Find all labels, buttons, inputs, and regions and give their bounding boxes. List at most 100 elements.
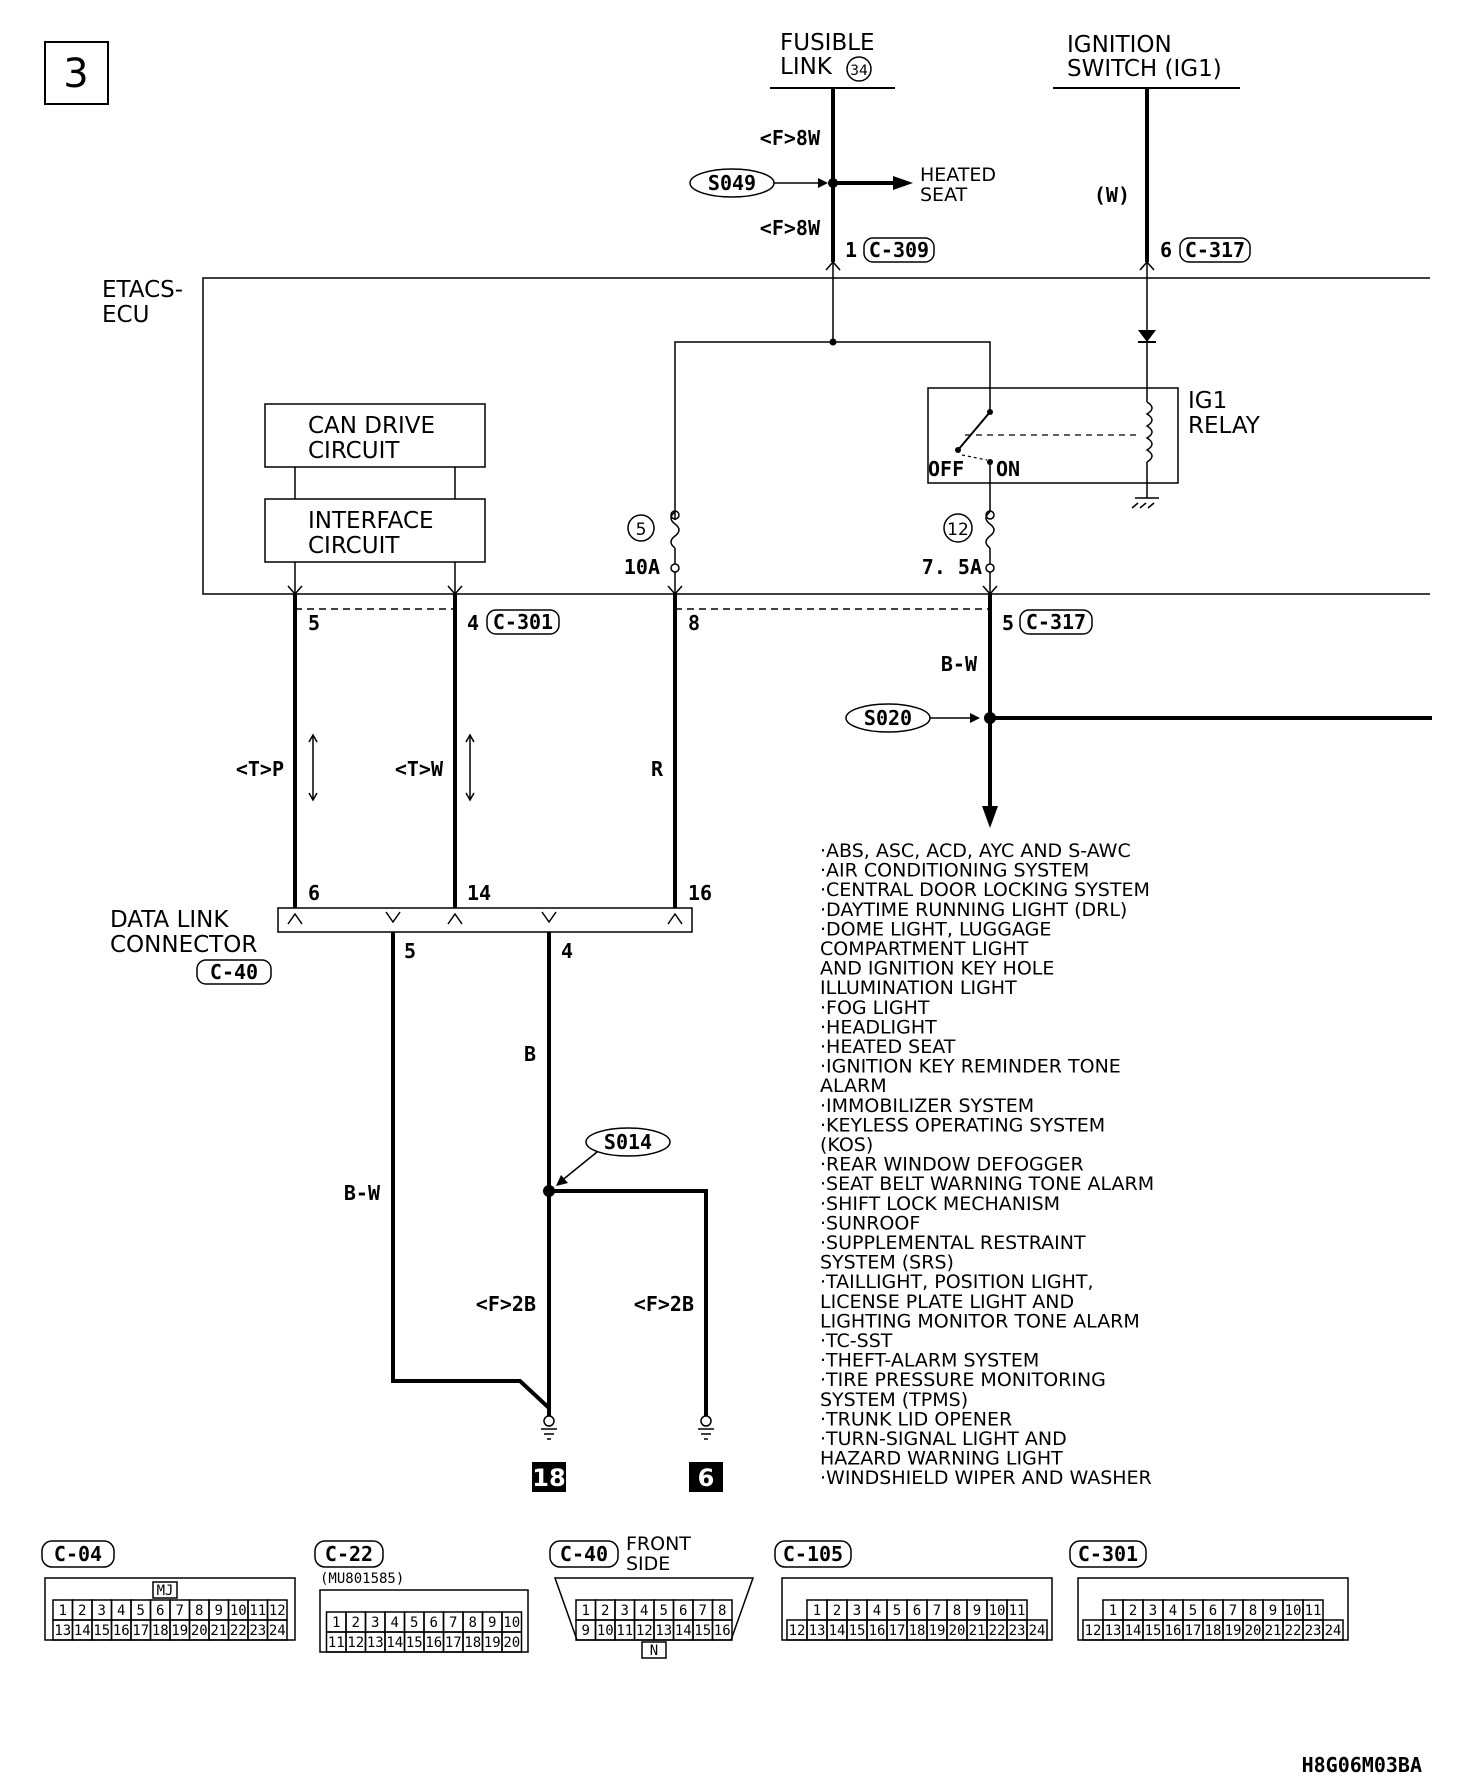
connector-pin: 15 (694, 1623, 711, 1639)
system-item: ·REAR WINDOW DEFOGGER (820, 1154, 1084, 1176)
interface-label-2: CIRCUIT (308, 533, 400, 559)
connector-pin: 8 (718, 1603, 726, 1619)
connector-pin: 22 (230, 1623, 247, 1639)
connector-pin: 18 (152, 1623, 169, 1639)
connector-pin: 13 (54, 1623, 71, 1639)
connector-pin: 10 (989, 1603, 1006, 1619)
connector-pin: 12 (636, 1623, 653, 1639)
fusible-link-number: 34 (850, 63, 868, 79)
fusible-link-label-2: LINK (780, 54, 833, 80)
relay-ground-hatch-2 (1139, 502, 1147, 509)
connector-pin: 14 (1125, 1623, 1142, 1639)
ignition-switch-label-2: SWITCH (IG1) (1067, 56, 1222, 82)
connector-pin: 24 (1029, 1623, 1046, 1639)
connector-pin: 14 (74, 1623, 91, 1639)
connector-pin: 6 (913, 1603, 921, 1619)
fuse-12-bottom (985, 563, 995, 573)
connector-pin: 20 (1245, 1623, 1262, 1639)
systems-arrow (982, 806, 998, 828)
connector-face-code-frame (314, 1540, 384, 1568)
dlc-pin6-terminal (287, 912, 303, 925)
connector-pin: 15 (849, 1623, 866, 1639)
connector-pin: 13 (1105, 1623, 1122, 1639)
connector-pin: 15 (93, 1623, 110, 1639)
system-item: ·HEADLIGHT (820, 1016, 937, 1038)
c317-pin5: 5 (1002, 611, 1014, 635)
connector-pin: 24 (1325, 1623, 1342, 1639)
connector-face-tag: MJ (157, 1583, 174, 1599)
dlc-pin5-terminal (385, 911, 401, 924)
connector-pin: 18 (464, 1635, 481, 1651)
connector-pin: 19 (171, 1623, 188, 1639)
system-item: ·THEFT-ALARM SYSTEM (820, 1350, 1039, 1372)
connector-pin: 5 (410, 1615, 418, 1631)
system-item: ·SUNROOF (820, 1212, 920, 1234)
ground-6-terminal (700, 1415, 712, 1427)
connector-face-code-frame (41, 1540, 115, 1568)
connector-pin: 3 (98, 1603, 106, 1619)
connector-pin: 10 (1285, 1603, 1302, 1619)
connector-pin: 20 (191, 1623, 208, 1639)
connector-pin: 4 (873, 1603, 881, 1619)
wire-label-tw: <T>W (395, 757, 444, 781)
connector-face-tag-frame (152, 1581, 178, 1599)
connector-pin: 20 (503, 1635, 520, 1651)
connector-pin: 19 (929, 1623, 946, 1639)
system-item: SYSTEM (SRS) (820, 1252, 954, 1274)
fuse-5-amperage: 10A (624, 555, 660, 579)
connector-pin: 24 (269, 1623, 286, 1639)
ground-6: 6 (698, 1464, 715, 1492)
wire-label-w: (W) (1094, 183, 1130, 207)
fuse-12-number: 12 (947, 520, 969, 540)
connector-pin: 8 (1249, 1603, 1257, 1619)
system-item: ·SEAT BELT WARNING TONE ALARM (820, 1173, 1154, 1195)
connector-pin: 7 (176, 1603, 184, 1619)
fuse-5-link (670, 511, 680, 549)
connector-face-note-2: SIDE (626, 1553, 670, 1575)
system-item: ·TURN-SIGNAL LIGHT AND (820, 1428, 1067, 1450)
fuse-5-number: 5 (636, 520, 647, 540)
system-item: (KOS) (820, 1134, 873, 1156)
heated-seat-label-2: SEAT (920, 184, 968, 206)
system-item: ·KEYLESS OPERATING SYSTEM (820, 1114, 1105, 1136)
fusible-link-label-1: FUSIBLE (780, 30, 875, 56)
connector-pin: 2 (833, 1603, 841, 1619)
dlc-pin5: 5 (404, 939, 416, 963)
twisted-pair-arrow-1-top (308, 733, 318, 743)
connector-pin: 14 (675, 1623, 692, 1639)
connector-pin: 4 (391, 1615, 399, 1631)
connector-pin-cell (501, 1631, 523, 1653)
twisted-pair-arrow-1-bottom (308, 792, 318, 802)
connector-pin: 4 (640, 1603, 648, 1619)
connector-face-code: C-105 (783, 1542, 843, 1566)
connector-pin: 16 (869, 1623, 886, 1639)
can-drive-label-1: CAN DRIVE (308, 413, 435, 439)
system-item: ·SHIFT LOCK MECHANISM (820, 1193, 1060, 1215)
dlc-pin14-terminal (447, 912, 463, 925)
fuse-12-link (985, 511, 995, 549)
page-number: 3 (63, 51, 88, 97)
connector-pin: 4 (117, 1603, 125, 1619)
system-item: ·TIRE PRESSURE MONITORING (820, 1369, 1106, 1391)
connector-pin: 7 (449, 1615, 457, 1631)
connector-pin: 15 (406, 1635, 423, 1651)
fuse-5-top (670, 510, 680, 520)
wire-label-tp: <T>P (236, 757, 284, 781)
relay-switch-path (961, 454, 988, 461)
dlc-pin14: 14 (467, 881, 491, 905)
connector-pin: 6 (679, 1603, 687, 1619)
fusible-link-number-circle (846, 56, 872, 82)
connector-pin: 21 (969, 1623, 986, 1639)
connector-pin: 12 (347, 1635, 364, 1651)
connector-pin: 1 (1109, 1603, 1117, 1619)
connector-pin: 1 (582, 1603, 590, 1619)
system-item: LICENSE PLATE LIGHT AND (820, 1291, 1074, 1313)
connector-pin: 6 (1209, 1603, 1217, 1619)
connector-pin: 11 (328, 1635, 345, 1651)
splice-s049: S049 (708, 171, 756, 195)
connector-pin: 18 (1205, 1623, 1222, 1639)
c301-code: C-301 (493, 610, 553, 634)
relay-ground-hatch-1 (1131, 502, 1139, 509)
